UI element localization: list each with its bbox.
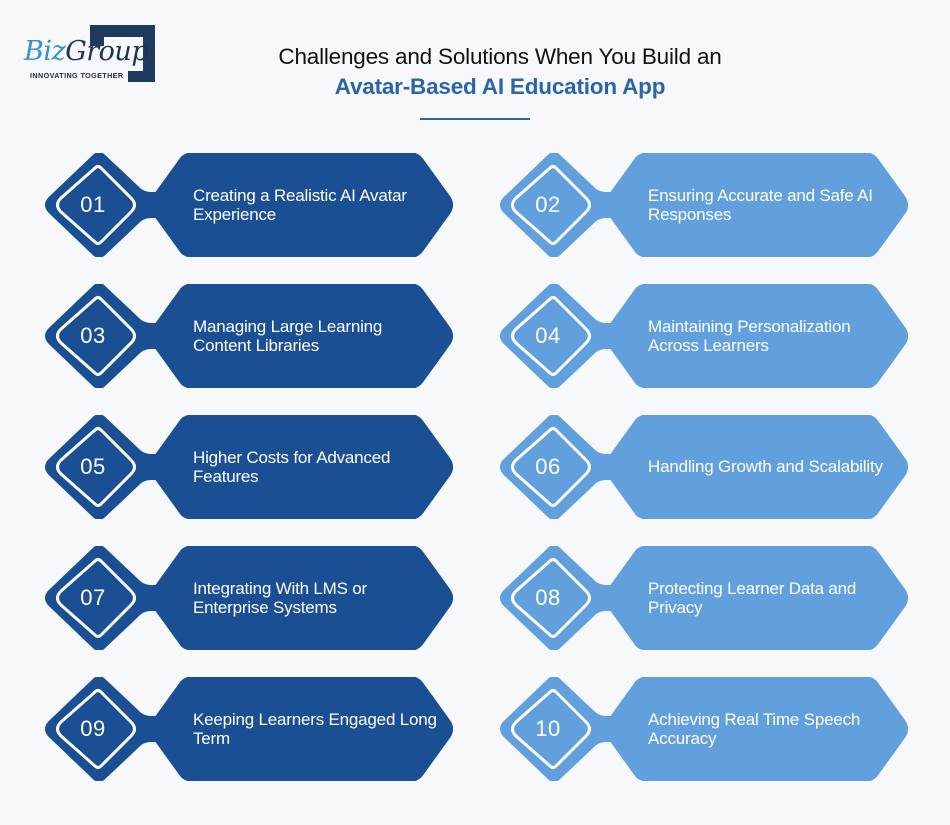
card-label-text: Managing Large Learning Content Librarie… xyxy=(193,316,383,356)
challenge-card-01: 01 Creating a Realistic AI Avatar Experie… xyxy=(43,153,453,257)
card-label-text: Maintaining Personalization Across Learn… xyxy=(648,316,851,356)
card-label: Integrating With LMS or Enterprise Syste… xyxy=(193,546,438,650)
card-number: 02 xyxy=(535,192,561,217)
page-title-line1: Challenges and Solutions When You Build … xyxy=(278,44,722,69)
card-shape-icon xyxy=(500,284,908,388)
logo-group-text: Group xyxy=(65,36,149,67)
challenge-card-08: 08 Protecting Learner Data and Privacy xyxy=(498,546,908,650)
card-shape-icon xyxy=(45,284,453,388)
card-label: Handling Growth and Scalability xyxy=(648,415,893,519)
card-number: 06 xyxy=(535,454,561,479)
card-label: Maintaining Personalization Across Learn… xyxy=(648,284,893,388)
challenge-card-10: 10 Achieving Real Time Speech Accuracy xyxy=(498,677,908,781)
card-label: Protecting Learner Data and Privacy xyxy=(648,546,893,650)
card-shape-icon xyxy=(500,677,908,781)
card-label: Achieving Real Time Speech Accuracy xyxy=(648,677,893,781)
card-label-text: Protecting Learner Data and Privacy xyxy=(648,578,857,618)
challenge-card-02: 02 Ensuring Accurate and Safe AI Response… xyxy=(498,153,908,257)
challenge-card-07: 07 Integrating With LMS or Enterprise Sys… xyxy=(43,546,453,650)
card-number: 08 xyxy=(535,585,561,610)
card-number: 07 xyxy=(80,585,106,610)
logo-tagline: INNOVATING TOGETHER xyxy=(30,71,124,80)
card-number: 05 xyxy=(80,454,106,479)
card-number: 10 xyxy=(535,716,561,741)
card-shape-icon xyxy=(500,415,908,519)
card-shape-icon xyxy=(45,677,453,781)
challenge-card-09: 09 Keeping Learners Engaged Long Term xyxy=(43,677,453,781)
challenge-card-03: 03 Managing Large Learning Content Librar… xyxy=(43,284,453,388)
challenge-card-04: 04 Maintaining Personalization Across Lea… xyxy=(498,284,908,388)
challenge-card-05: 05 Higher Costs for Advanced Features xyxy=(43,415,453,519)
card-label-text: Higher Costs for Advanced Features xyxy=(193,447,391,487)
card-label-text: Integrating With LMS or Enterprise Syste… xyxy=(193,578,367,618)
card-label: Managing Large Learning Content Librarie… xyxy=(193,284,438,388)
card-number: 04 xyxy=(535,323,561,348)
card-shape-icon xyxy=(45,546,453,650)
page-title-line2: Avatar-Based AI Education App xyxy=(334,74,666,99)
card-label-text: Ensuring Accurate and Safe AI Responses xyxy=(648,185,873,225)
card-label-text: Achieving Real Time Speech Accuracy xyxy=(648,709,861,749)
card-label-text: Keeping Learners Engaged Long Term xyxy=(193,709,437,749)
card-number: 03 xyxy=(80,323,106,348)
card-number: 09 xyxy=(80,716,106,741)
card-shape-icon xyxy=(45,153,453,257)
card-shape-icon xyxy=(45,415,453,519)
bizgroup-logo: BizGroup INNOVATING TOGETHER xyxy=(20,22,160,86)
card-label: Ensuring Accurate and Safe AI Responses xyxy=(648,153,893,257)
card-label: Keeping Learners Engaged Long Term xyxy=(193,677,438,781)
title-underline xyxy=(420,118,530,120)
card-label-text: Creating a Realistic AI Avatar Experienc… xyxy=(193,185,407,225)
card-label: Creating a Realistic AI Avatar Experienc… xyxy=(193,153,438,257)
card-label: Higher Costs for Advanced Features xyxy=(193,415,438,519)
logo-biz-text: Biz xyxy=(24,36,66,67)
logo-wordmark: BizGroup xyxy=(24,36,149,67)
logo-frame-icon xyxy=(90,25,155,82)
card-shape-icon xyxy=(500,546,908,650)
page-title: Challenges and Solutions When You Build … xyxy=(0,42,950,102)
card-label-text: Handling Growth and Scalability xyxy=(648,457,883,477)
card-shape-icon xyxy=(500,153,908,257)
card-number: 01 xyxy=(80,192,106,217)
challenge-card-06: 06 Handling Growth and Scalability xyxy=(498,415,908,519)
